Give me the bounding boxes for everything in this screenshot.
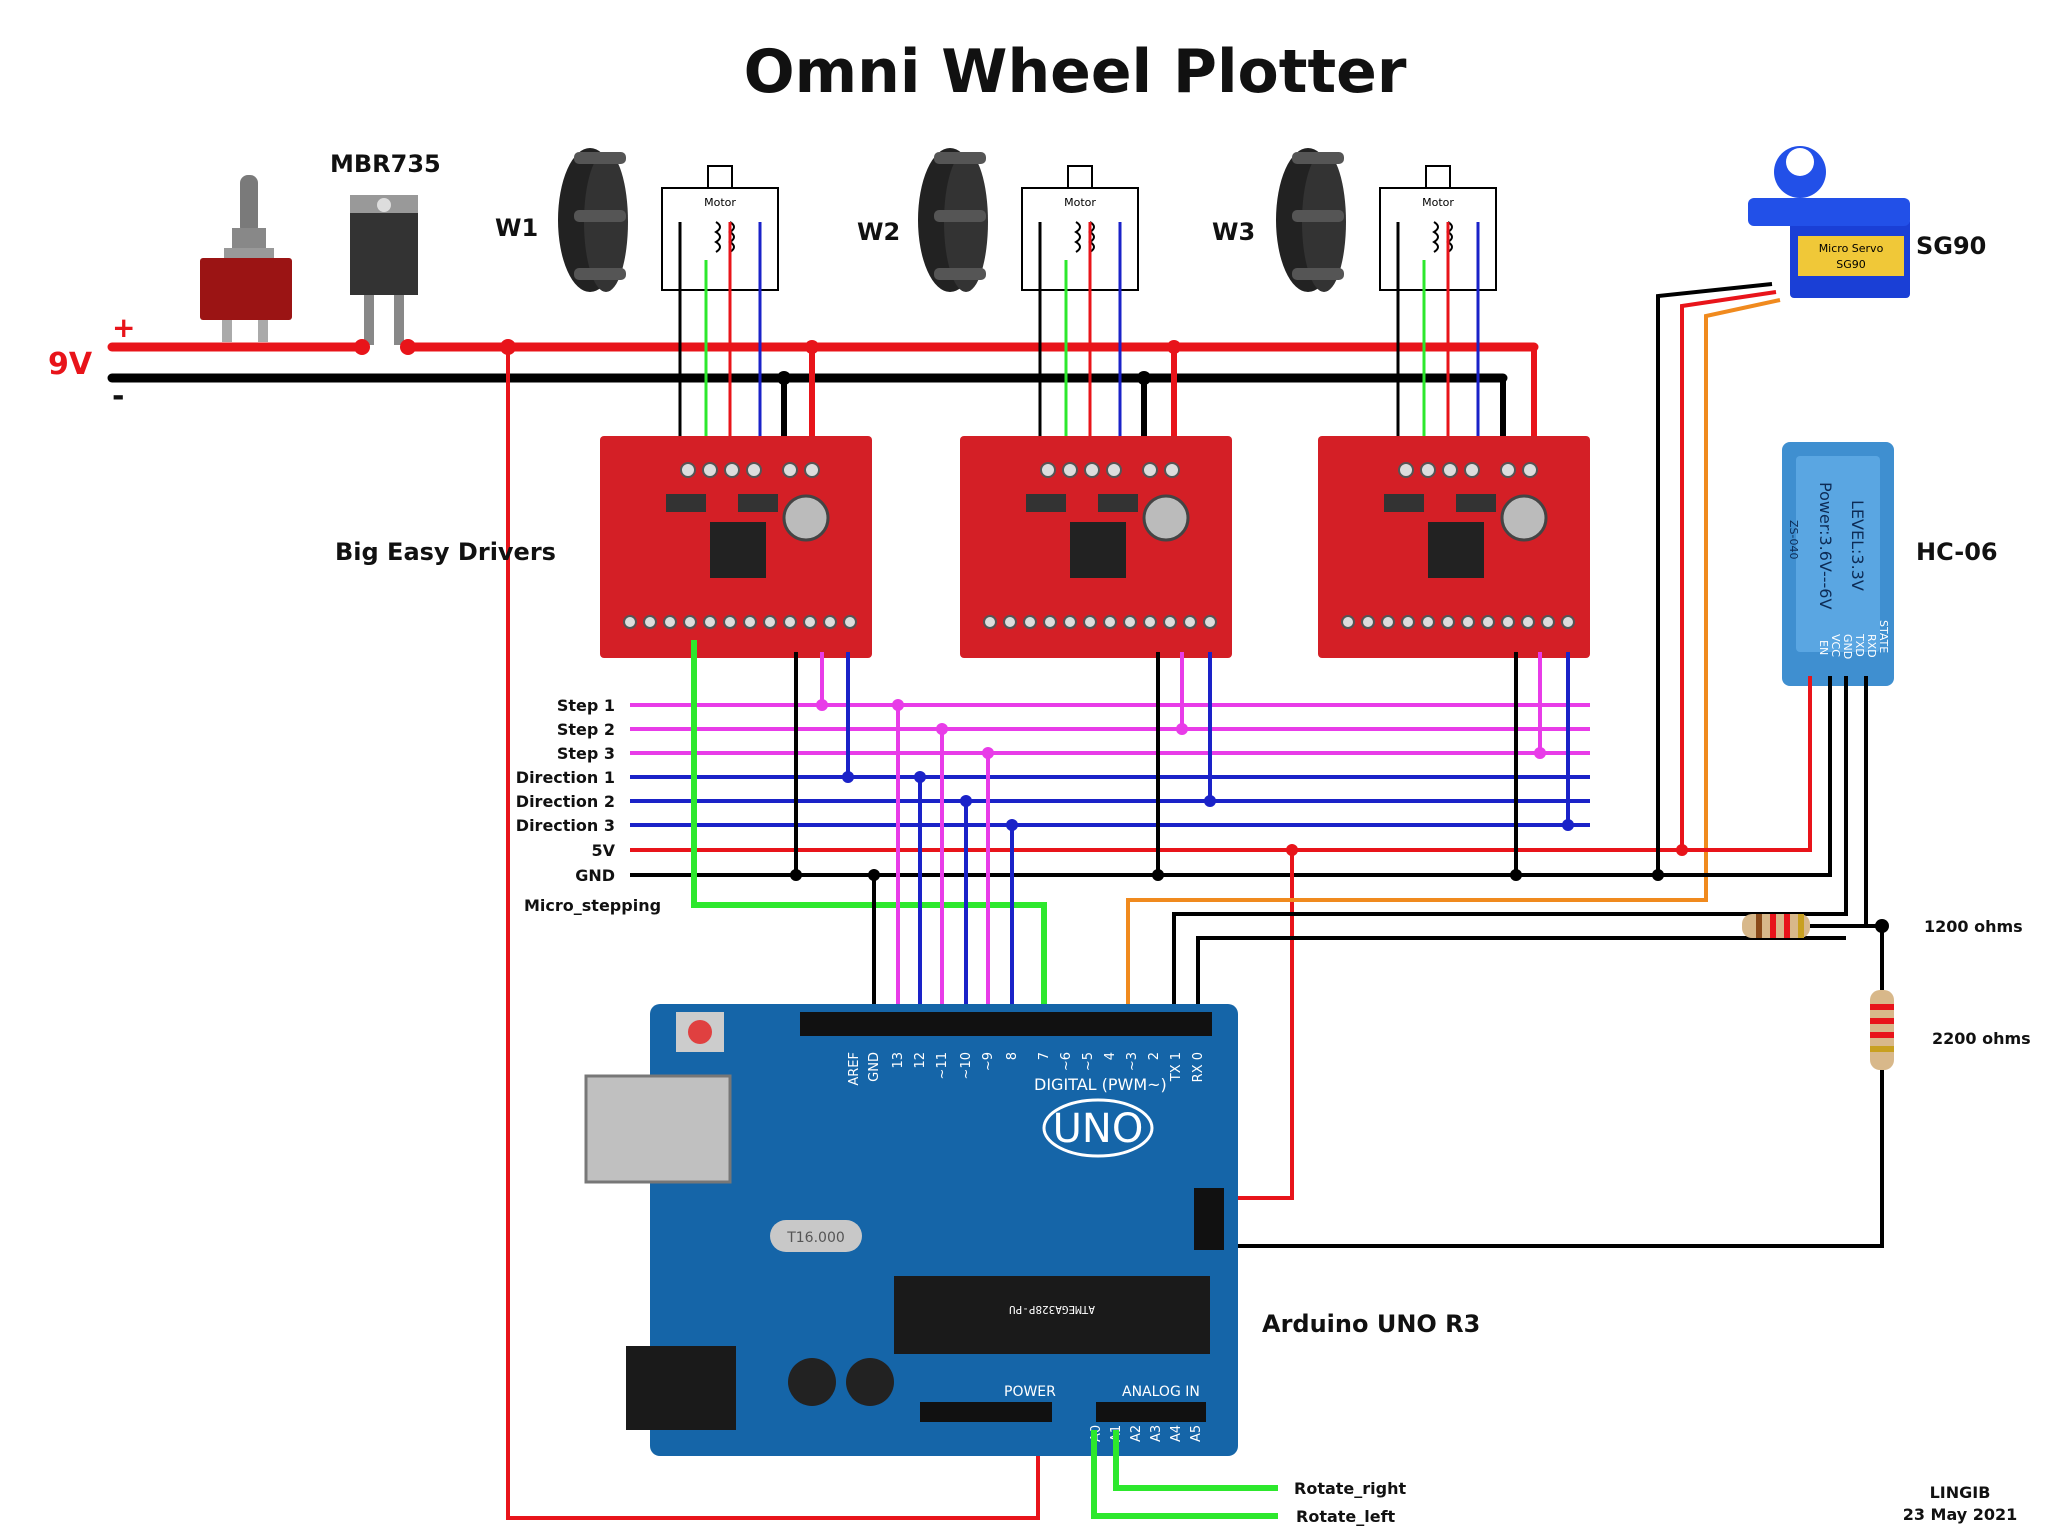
omni-wheel-3 [1276, 148, 1346, 292]
arduino-analog-label: ANALOG IN [1122, 1384, 1200, 1400]
pin-tx1: TX 1 [1169, 1052, 1184, 1082]
toggle-switch [200, 175, 292, 342]
motor-wires [678, 222, 1480, 450]
motor-label-3: Motor [1422, 196, 1454, 209]
resistor-1200-label: 1200 ohms [1924, 917, 2023, 936]
resistor-2200-label: 2200 ohms [1932, 1029, 2031, 1048]
bus-label-5v: 5V [591, 841, 615, 860]
resistor-1200 [1742, 914, 1810, 938]
divider-junction [1875, 919, 1889, 933]
bluetooth-wires [1172, 676, 1884, 1248]
servo-wires [1126, 282, 1781, 1022]
bus-label-dir2: Direction 2 [516, 792, 615, 811]
diagram-title: Omni Wheel Plotter [744, 37, 1407, 107]
wheel-group-3: W3 Motor [1212, 148, 1497, 292]
arduino-power-label: POWER [1004, 1384, 1056, 1400]
pin-a4: A4 [1169, 1425, 1184, 1442]
pin-3: ~3 [1125, 1052, 1140, 1071]
wheel-label-1: W1 [495, 214, 538, 242]
omni-wheel-2 [918, 148, 988, 292]
pin-a2: A2 [1129, 1425, 1144, 1442]
hc06-level-text: LEVEL:3.3V [1848, 500, 1867, 591]
wheel-label-3: W3 [1212, 218, 1255, 246]
pin-aref: AREF [847, 1052, 862, 1086]
hc06-pin-txd: TXD [1853, 633, 1866, 657]
pin-2: 2 [1147, 1052, 1162, 1060]
arduino-label: Arduino UNO R3 [1262, 1310, 1480, 1338]
bluetooth-label: HC-06 [1916, 538, 1998, 566]
hc06-power-text: Power:3.6V---6V [1816, 482, 1835, 609]
diode-mbr735 [350, 195, 418, 345]
hc06-pin-gnd: GND [1841, 634, 1854, 659]
bus-label-microstepping: Micro_stepping [524, 896, 661, 915]
hc06-pins: STATE RXD TXD GND VCC EN [1817, 620, 1890, 659]
diode-label: MBR735 [330, 150, 441, 178]
wheel-label-2: W2 [857, 218, 900, 246]
pin-a5: A5 [1189, 1425, 1204, 1442]
credit-author: LINGIB [1930, 1483, 1991, 1502]
motor-label-1: Motor [704, 196, 736, 209]
hc06-pin-en: EN [1817, 640, 1830, 655]
wheel-group-1: W1 Motor [495, 148, 779, 292]
pin-11: ~11 [935, 1052, 950, 1079]
hc06-model-text: ZS-040 [1787, 520, 1800, 559]
pin-4: 4 [1103, 1052, 1118, 1060]
bluetooth-hc06: Power:3.6V---6V LEVEL:3.3V ZS-040 STATE … [1782, 442, 1894, 686]
bus-label-dir1: Direction 1 [516, 768, 615, 787]
pin-gnd: GND [867, 1052, 882, 1082]
bus-label-group: Step 1 Step 2 Step 3 Direction 1 Directi… [516, 696, 661, 915]
driver-power-drops [781, 347, 1537, 450]
omni-wheel-1 [558, 148, 628, 292]
rotate-left-label: Rotate_left [1296, 1507, 1396, 1526]
bus-label-step1: Step 1 [557, 696, 615, 715]
bus-label-step3: Step 3 [557, 744, 615, 763]
arduino-digital-label: DIGITAL (PWM~) [1034, 1075, 1167, 1094]
hc06-pin-state: STATE [1877, 620, 1890, 653]
wheel-group-2: W2 Motor [857, 148, 1139, 292]
bus-label-dir3: Direction 3 [516, 816, 615, 835]
hc06-pin-rxd: RXD [1865, 634, 1878, 658]
rotate-right-label: Rotate_right [1294, 1479, 1406, 1498]
arduino-digital-pins: AREF GND 13 12 ~11 ~10 ~9 8 7 ~6 ~5 4 ~3… [847, 1052, 1206, 1086]
bus-label-gnd: GND [575, 866, 615, 885]
servo-body-text: Micro Servo [1819, 242, 1884, 255]
resistor-2200 [1870, 990, 1894, 1070]
pin-5: ~5 [1081, 1052, 1096, 1071]
voltage-label: 9V [48, 347, 93, 382]
arduino-uno-board: T16.000 ATMEGA328P-PU UNO DIGITAL (PWM~)… [584, 1004, 1238, 1456]
plus-label: + [112, 311, 135, 344]
hc06-pin-vcc: VCC [1829, 634, 1842, 657]
servo-sg90: Micro Servo SG90 [1748, 146, 1910, 298]
servo-label: SG90 [1916, 232, 1986, 260]
motor-label-2: Motor [1064, 196, 1096, 209]
power-rails [107, 342, 1539, 1520]
pin-10: ~10 [959, 1052, 974, 1079]
arduino-crystal-text: T16.000 [786, 1230, 845, 1246]
bus-label-step2: Step 2 [557, 720, 615, 739]
big-easy-driver-3 [1318, 436, 1590, 658]
pin-9: ~9 [981, 1052, 996, 1071]
bus-junctions [790, 699, 1688, 881]
drivers-label: Big Easy Drivers [335, 538, 556, 566]
pin-6: ~6 [1059, 1052, 1074, 1071]
arduino-chip-text: ATMEGA328P-PU [1009, 1303, 1095, 1316]
minus-label: - [112, 379, 124, 414]
servo-model-text: SG90 [1836, 258, 1866, 271]
driver-bus-wires [691, 640, 1570, 1022]
pin-7: 7 [1037, 1052, 1052, 1060]
pin-rx0: RX 0 [1191, 1052, 1206, 1082]
pin-13: 13 [891, 1052, 906, 1069]
big-easy-driver-1 [600, 436, 872, 658]
pin-a3: A3 [1149, 1425, 1164, 1442]
pin-8: 8 [1005, 1052, 1020, 1060]
arduino-logo: UNO [1053, 1106, 1144, 1152]
credit-date: 23 May 2021 [1903, 1505, 2018, 1524]
big-easy-driver-2 [960, 436, 1232, 658]
pin-12: 12 [913, 1052, 928, 1069]
arduino-bus-drops [872, 705, 1294, 1200]
bus-lines [630, 703, 1830, 877]
rotate-wires [1091, 1430, 1278, 1519]
